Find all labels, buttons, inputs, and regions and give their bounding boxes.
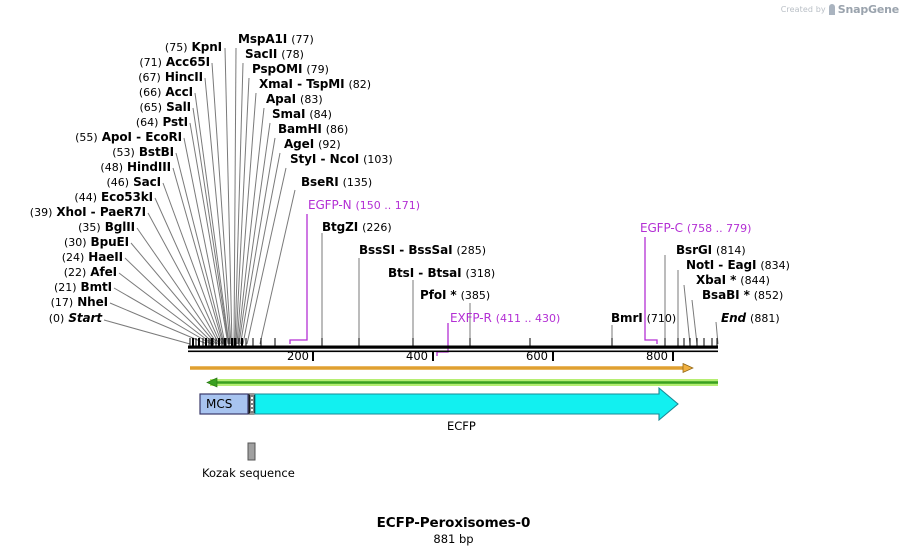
site-label-psti[interactable]: (64)PstI: [135, 115, 188, 129]
site-label-pfoi[interactable]: PfoI *(385): [420, 288, 491, 302]
ruler-scale-ticks: [312, 352, 674, 361]
site-label-mspa1i[interactable]: MspA1I(77): [238, 32, 314, 46]
ruler-tick-marks: [189, 338, 718, 346]
snapgene-logo-icon: [828, 4, 835, 15]
site-label-bmti[interactable]: (21)BmtI: [53, 280, 112, 294]
feature-kozak-marker: [247, 442, 256, 461]
sequence-ruler-bar: [188, 345, 718, 353]
feature-label-mcs: MCS: [206, 397, 233, 411]
site-label-bsrgi[interactable]: BsrGI(814): [676, 243, 746, 257]
feature-label-ecfp: ECFP: [447, 419, 476, 433]
leader-lines-left: [103, 47, 233, 345]
site-label-apoi-ecori[interactable]: (55)ApoI - EcoRI: [75, 130, 182, 144]
track-orange-orf: [190, 362, 694, 374]
site-label-bsabi[interactable]: BsaBI *(852): [702, 288, 784, 302]
plasmid-length: 881 bp: [433, 532, 474, 546]
primer-label-exfp-r[interactable]: EXFP-R(411 .. 430): [450, 311, 561, 325]
site-label-pspomi[interactable]: PspOMI(79): [252, 62, 329, 76]
snapgene-watermark: Created by SnapGene: [781, 3, 899, 16]
feature-mcs-box[interactable]: [199, 393, 249, 415]
track-green-orf: [206, 377, 718, 388]
site-label-bmri[interactable]: BmrI(710): [611, 311, 677, 325]
site-label-xmai-tspmi[interactable]: XmaI - TspMI(82): [259, 77, 372, 91]
site-label-btgzi[interactable]: BtgZI(226): [322, 220, 392, 234]
site-label-haeii[interactable]: (24)HaeII: [61, 250, 123, 264]
site-label-saci[interactable]: (46)SacI: [106, 175, 161, 189]
leader-lines-right: [233, 47, 296, 345]
leader-lines-primers: [289, 214, 658, 356]
watermark-brand: SnapGene: [837, 3, 899, 16]
site-label-xhoi-paer7i[interactable]: (39)XhoI - PaeR7I: [29, 205, 146, 219]
feature-kozak-start: [248, 393, 256, 415]
site-label-sali[interactable]: (65)SalI: [139, 100, 191, 114]
page-title: ECFP-Peroxisomes-0: [376, 515, 531, 531]
site-label-acci[interactable]: (66)AccI: [138, 85, 193, 99]
feature-ecfp-arrow[interactable]: [254, 386, 679, 422]
site-label-bseri[interactable]: BseRI(135): [301, 175, 373, 189]
ruler-label-600: 600: [526, 349, 548, 363]
site-label-afei[interactable]: (22)AfeI: [63, 265, 117, 279]
primer-label-egfp-c[interactable]: EGFP-C(758 .. 779): [640, 221, 752, 235]
site-label-end[interactable]: End(881): [721, 311, 780, 325]
ruler-label-400: 400: [406, 349, 428, 363]
site-label-xbai[interactable]: XbaI *(844): [696, 273, 770, 287]
site-label-bstbi[interactable]: (53)BstBI: [112, 145, 174, 159]
site-label-bglii[interactable]: (35)BglII: [78, 220, 135, 234]
watermark-prefix: Created by: [780, 5, 826, 14]
site-label-styi-ncoi[interactable]: StyI - NcoI(103): [290, 152, 393, 166]
site-label-agei[interactable]: AgeI(92): [284, 137, 341, 151]
site-label-start[interactable]: (0)Start: [48, 311, 102, 325]
site-label-apai[interactable]: ApaI(83): [266, 92, 323, 106]
site-label-hincii[interactable]: (67)HincII: [138, 70, 203, 84]
site-label-noti-eagi[interactable]: NotI - EagI(834): [686, 258, 790, 272]
site-label-bsssi-bsssai[interactable]: BssSI - BssSaI(285): [359, 243, 487, 257]
leader-lines-vertical: [321, 233, 719, 345]
ruler-label-800: 800: [646, 349, 668, 363]
site-label-hindiii[interactable]: (48)HindIII: [100, 160, 171, 174]
site-label-kpni[interactable]: (75)KpnI: [164, 40, 222, 54]
site-label-eco53ki[interactable]: (44)Eco53kI: [74, 190, 153, 204]
feature-label-kozak: Kozak sequence: [202, 466, 295, 480]
site-label-acc65i[interactable]: (71)Acc65I: [139, 55, 210, 69]
ruler-label-200: 200: [287, 349, 309, 363]
site-label-btsi-btsai[interactable]: BtsI - BtsaI(318): [388, 266, 496, 280]
site-label-nhei[interactable]: (17)NheI: [50, 295, 108, 309]
site-label-bamhi[interactable]: BamHI(86): [278, 122, 349, 136]
primer-label-egfp-n[interactable]: EGFP-N(150 .. 171): [308, 198, 421, 212]
site-label-sacii[interactable]: SacII(78): [245, 47, 304, 61]
site-label-bpuei[interactable]: (30)BpuEI: [63, 235, 129, 249]
site-label-smai[interactable]: SmaI(84): [272, 107, 332, 121]
